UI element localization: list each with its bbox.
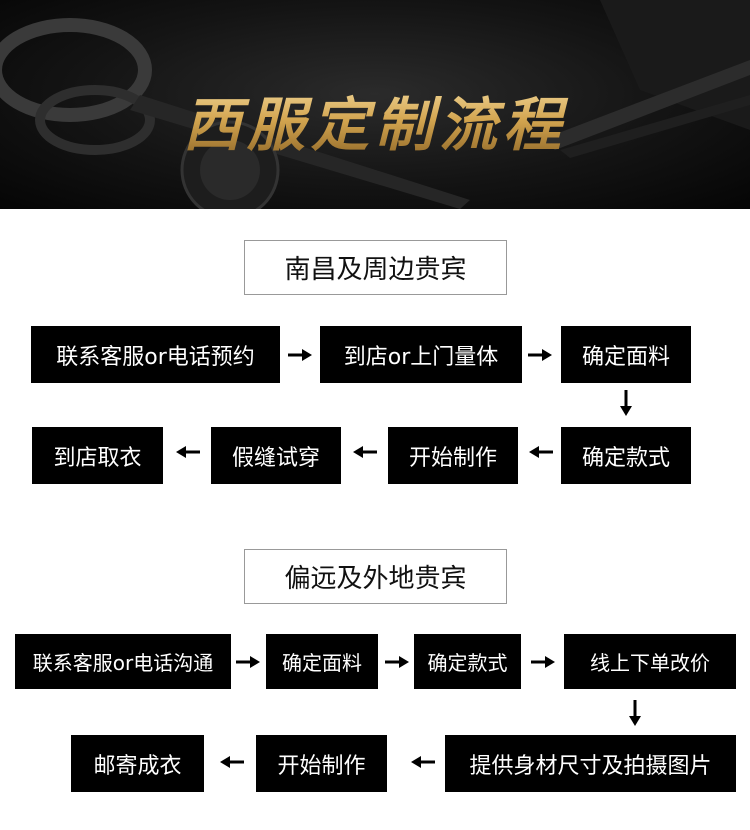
arrow-right-icon	[528, 349, 552, 361]
arrow-left-icon	[353, 446, 377, 458]
arrow-left-icon	[176, 446, 200, 458]
step-online-order: 线上下单改价	[564, 634, 736, 689]
step-choose-style-remote: 确定款式	[414, 634, 521, 689]
header-banner: 西服定制流程	[0, 0, 750, 209]
banner-background-art	[0, 0, 750, 209]
step-measure: 到店or上门量体	[320, 326, 522, 383]
arrow-right-icon	[531, 656, 555, 668]
step-choose-fabric: 确定面料	[561, 326, 691, 383]
arrow-right-icon	[236, 656, 260, 668]
step-fitting: 假缝试穿	[211, 427, 341, 484]
step-pickup: 到店取衣	[32, 427, 163, 484]
step-choose-style: 确定款式	[561, 427, 691, 484]
arrow-left-icon	[220, 756, 244, 768]
step-production: 开始制作	[388, 427, 518, 484]
step-choose-fabric-remote: 确定面料	[266, 634, 378, 689]
banner-title: 西服定制流程	[0, 78, 750, 162]
step-mail-garment: 邮寄成衣	[71, 735, 204, 792]
arrow-right-icon	[288, 349, 312, 361]
arrow-right-icon	[385, 656, 409, 668]
step-production-remote: 开始制作	[256, 735, 387, 792]
step-contact-service: 联系客服or电话预约	[31, 326, 280, 383]
step-send-measurements: 提供身材尺寸及拍摄图片	[445, 735, 736, 792]
section-title-remote: 偏远及外地贵宾	[244, 549, 507, 604]
arrow-down-icon	[620, 390, 632, 416]
section-title-nanchang: 南昌及周边贵宾	[244, 240, 507, 295]
arrow-left-icon	[411, 756, 435, 768]
arrow-left-icon	[529, 446, 553, 458]
step-contact-service-remote: 联系客服or电话沟通	[15, 634, 231, 689]
arrow-down-icon	[629, 700, 641, 726]
